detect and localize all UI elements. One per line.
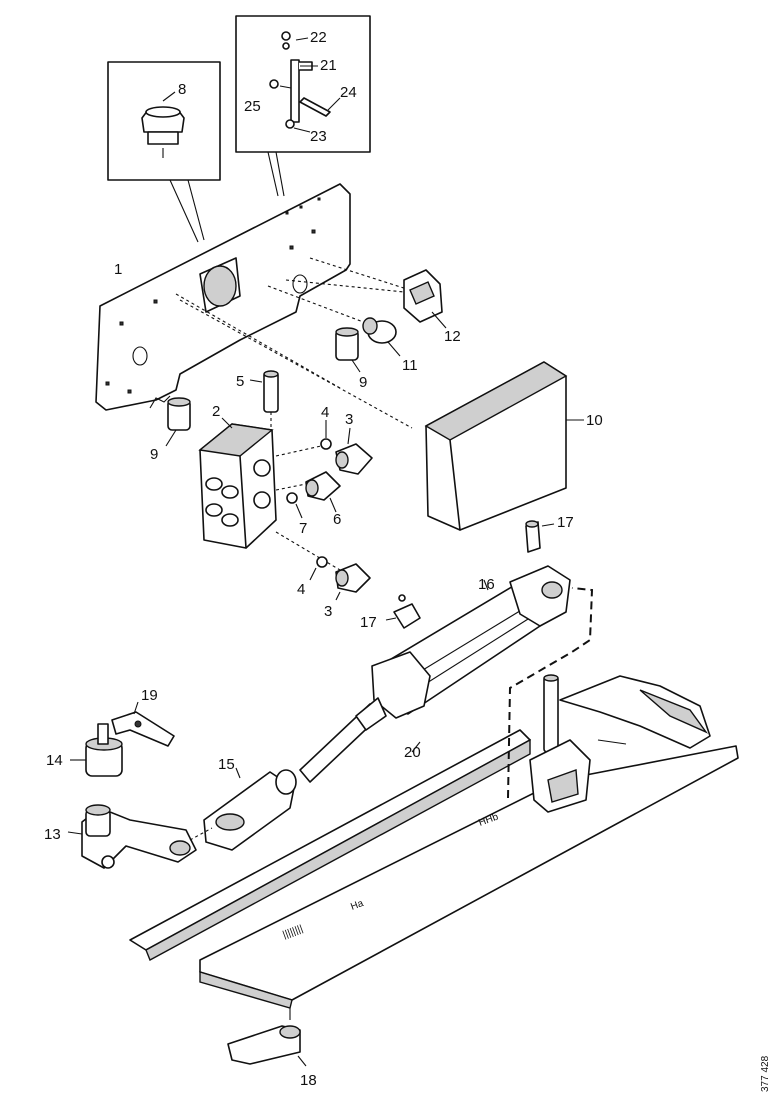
callout-15: 15: [218, 756, 235, 773]
part-20-rail: [129, 729, 531, 961]
callout-14: 14: [46, 752, 63, 769]
callout-9-upper: 9: [359, 374, 367, 391]
callout-4-upper: 4: [321, 404, 329, 421]
callout-24: 24: [340, 84, 357, 101]
callout-11: 11: [402, 357, 418, 374]
part-17-fitting-upper: [525, 520, 555, 553]
callout-5: 5: [236, 373, 244, 390]
callout-13: 13: [44, 826, 61, 843]
callout-21: 21: [320, 57, 337, 74]
callout-1: 1: [114, 261, 122, 278]
callout-8: 8: [178, 81, 186, 98]
part-12-switch: [403, 269, 447, 329]
part-4-oring-lower: [309, 556, 328, 581]
part-3-fitting-lower: [335, 563, 371, 601]
part-6-fitting: [305, 471, 341, 513]
part-15-clevis: [203, 767, 297, 851]
part-2-valve-block: [198, 417, 341, 571]
part-5-pin: [249, 370, 279, 430]
detail-box-part-8: [107, 61, 221, 243]
part-16-cylinder: [299, 565, 571, 783]
part-13-lever-arm: [67, 804, 213, 869]
callout-10: 10: [586, 412, 603, 429]
part-17-fitting-lower: [385, 594, 421, 629]
part-9-bushing-lower: [165, 397, 191, 447]
callout-16: 16: [478, 576, 495, 593]
detail-box-parts-21-25: [235, 15, 371, 197]
part-4-oring-upper: [320, 420, 332, 450]
part-19-bracket: [111, 701, 175, 747]
part-11-fitting: [362, 317, 401, 357]
callout-17-lower: 17: [360, 614, 377, 631]
callout-19: 19: [141, 687, 158, 704]
callout-25: 25: [244, 98, 261, 115]
part-18-lever-end: [227, 1008, 307, 1067]
callout-9-lower: 9: [150, 446, 158, 463]
callout-12: 12: [444, 328, 461, 345]
part-9-bushing-upper: [335, 327, 361, 373]
upper-bracket-assembly: [507, 587, 711, 813]
callout-23: 23: [310, 128, 327, 145]
callout-7: 7: [299, 520, 307, 537]
part-7-oring: [286, 492, 303, 519]
callout-18: 18: [300, 1072, 317, 1089]
callout-22: 22: [310, 29, 327, 46]
callout-17-upper: 17: [557, 514, 574, 531]
figure-reference: 377 428: [760, 1055, 771, 1092]
callout-20: 20: [404, 744, 421, 761]
callout-3-upper: 3: [345, 411, 353, 428]
part-14-mount: [70, 723, 123, 777]
callout-2: 2: [212, 403, 220, 420]
callout-6: 6: [333, 511, 341, 528]
callout-4-lower: 4: [297, 581, 305, 598]
part-3-fitting-upper: [335, 427, 373, 475]
part-10-control-box: [424, 361, 584, 531]
svg-text:Ha: Ha: [349, 898, 365, 913]
mounting-plate: [95, 183, 413, 429]
callout-3-lower: 3: [324, 603, 332, 620]
